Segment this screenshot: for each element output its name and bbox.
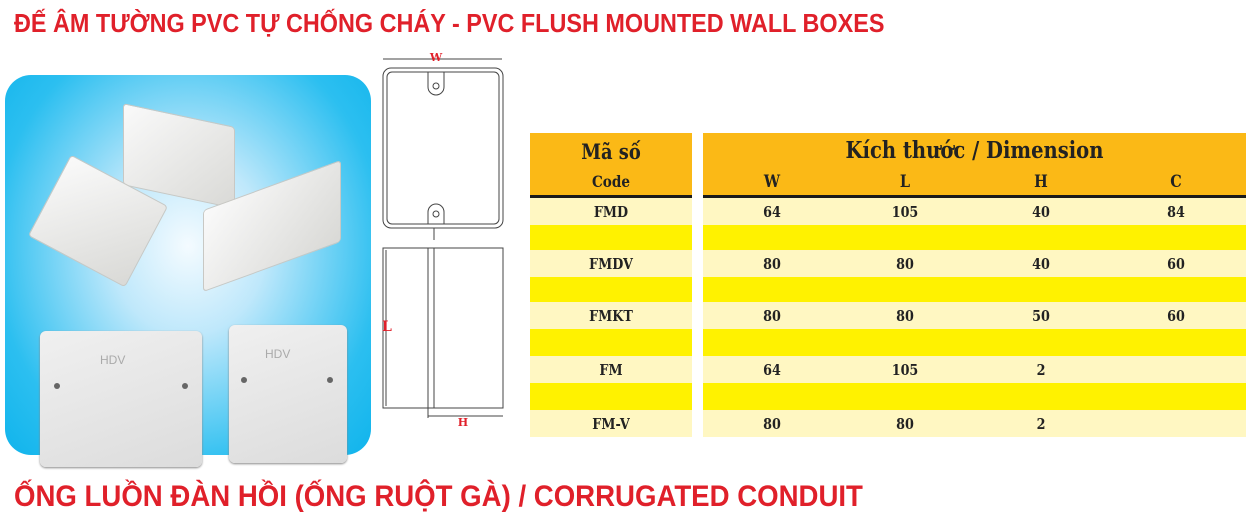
table-row bbox=[703, 410, 1246, 437]
page-title: ĐẾ ÂM TƯỜNG PVC TỰ CHỐNG CHÁY - PVC FLUS… bbox=[14, 8, 885, 38]
dimension-cell: 64 bbox=[763, 361, 781, 379]
dimension-cell: 2 bbox=[1036, 361, 1046, 379]
length-label: L bbox=[382, 319, 392, 335]
table-spacer-row bbox=[530, 383, 692, 410]
dimension-header-label: Kích thước / Dimension bbox=[845, 137, 1104, 164]
table-spacer-row bbox=[703, 329, 1246, 356]
dimension-cell: 60 bbox=[1167, 255, 1185, 273]
table-row bbox=[530, 198, 692, 225]
product-photo: HDV HDV bbox=[5, 75, 371, 467]
table-spacer-row bbox=[703, 277, 1246, 302]
code-cell: FMD bbox=[593, 203, 629, 221]
dimension-cell: 80 bbox=[763, 255, 781, 273]
section-title: ỐNG LUỒN ĐÀN HỒI (ỐNG RUỘT GÀ) / CORRUGA… bbox=[14, 480, 863, 513]
code-header: Mã số Code bbox=[530, 133, 692, 198]
table-row bbox=[703, 302, 1246, 329]
code-cell: FM-V bbox=[592, 415, 630, 433]
code-cell: FMKT bbox=[589, 307, 633, 325]
dimension-cell: 105 bbox=[891, 361, 919, 379]
table-spacer-row bbox=[703, 383, 1246, 410]
code-cell: FM bbox=[599, 361, 623, 379]
dimension-cell: 84 bbox=[1167, 203, 1185, 221]
dimension-cell: 64 bbox=[763, 203, 781, 221]
dimension-cell: 80 bbox=[896, 307, 914, 325]
dimension-cell: 2 bbox=[1036, 415, 1046, 433]
dimension-cell: 80 bbox=[896, 255, 914, 273]
brand-logo: HDV bbox=[265, 347, 291, 361]
dimension-cell: 80 bbox=[763, 415, 781, 433]
code-header-label: Mã số bbox=[581, 139, 641, 164]
code-cell: FMDV bbox=[589, 255, 633, 273]
table-spacer-row bbox=[530, 225, 692, 250]
dimension-cell: 40 bbox=[1032, 255, 1050, 273]
dimension-drawing: W L H bbox=[382, 51, 504, 429]
dimension-cell: 105 bbox=[891, 203, 919, 221]
table-row bbox=[703, 198, 1246, 225]
cover-plate-image: HDV bbox=[229, 325, 347, 463]
code-subheader-label: Code bbox=[591, 172, 631, 191]
dimension-cell: 60 bbox=[1167, 307, 1185, 325]
column-header: L bbox=[899, 172, 911, 192]
dimension-cell: 50 bbox=[1032, 307, 1050, 325]
column-header: H bbox=[1034, 172, 1048, 192]
dimension-cell: 80 bbox=[896, 415, 914, 433]
brand-logo: HDV bbox=[100, 353, 126, 367]
table-spacer-row bbox=[530, 277, 692, 302]
dimension-header: Kích thước / Dimension bbox=[703, 133, 1246, 198]
table-spacer-row bbox=[703, 225, 1246, 250]
table-row bbox=[530, 250, 692, 277]
table-row bbox=[530, 410, 692, 437]
table-spacer-row bbox=[530, 329, 692, 356]
table-row bbox=[530, 302, 692, 329]
dimension-cell: 40 bbox=[1032, 203, 1050, 221]
column-header: C bbox=[1170, 172, 1182, 192]
cover-plate-image: HDV bbox=[40, 331, 202, 467]
height-label: H bbox=[458, 416, 468, 429]
table-row bbox=[703, 250, 1246, 277]
width-label: W bbox=[429, 51, 443, 64]
table-row bbox=[703, 356, 1246, 383]
column-header: W bbox=[763, 172, 781, 192]
dimension-cell: 80 bbox=[763, 307, 781, 325]
table-row bbox=[530, 356, 692, 383]
